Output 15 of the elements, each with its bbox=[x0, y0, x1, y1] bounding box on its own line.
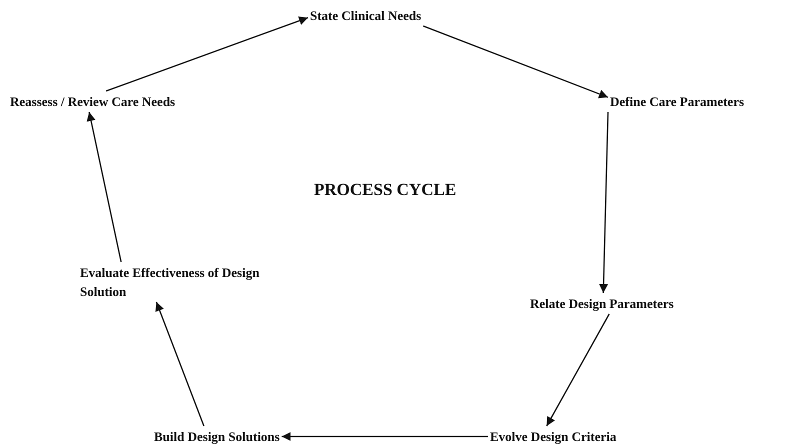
step-label: Define Care Parameters bbox=[608, 91, 746, 112]
step-label: State Clinical Needs bbox=[308, 5, 424, 26]
diagram-title: PROCESS CYCLE bbox=[314, 180, 456, 200]
step-label: Relate Design Parameters bbox=[528, 293, 676, 314]
arrow bbox=[422, 25, 608, 98]
step-label: Evolve Design Criteria bbox=[488, 426, 618, 446]
arrow bbox=[155, 302, 204, 426]
step-label: Reassess / Review Care Needs bbox=[8, 91, 178, 112]
arrow bbox=[106, 16, 308, 92]
step-label: Evaluate Effectiveness of Design Solution bbox=[78, 262, 274, 302]
arrow bbox=[546, 314, 610, 426]
arrow bbox=[86, 112, 122, 262]
step-label: Build Design Solutions bbox=[152, 426, 282, 446]
arrow bbox=[282, 432, 488, 441]
arrow bbox=[599, 112, 609, 294]
